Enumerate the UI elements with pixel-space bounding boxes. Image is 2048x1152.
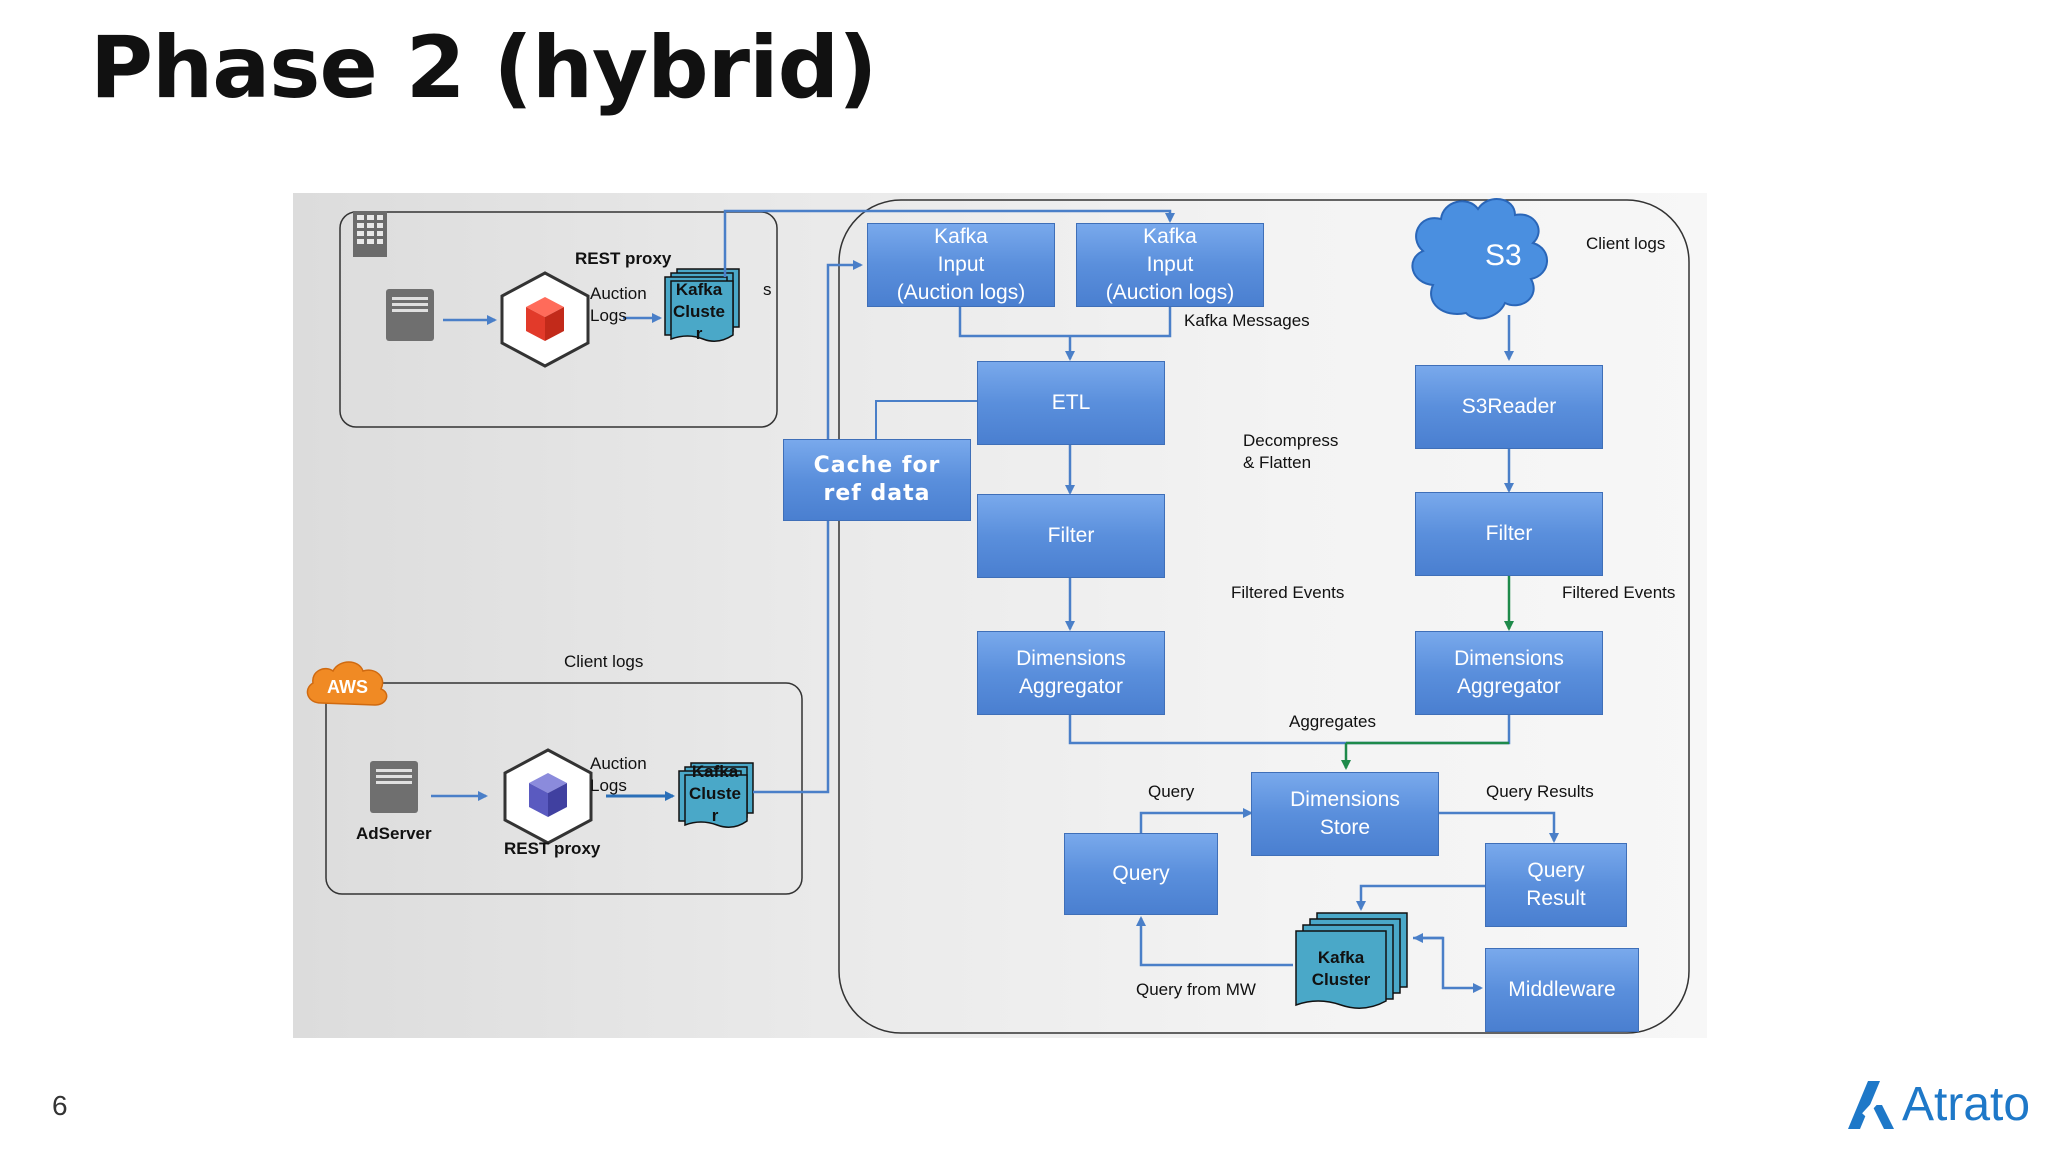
query-from-mw-label: Query from MW [1136,980,1256,999]
cube-red-icon [500,271,590,368]
query-label: Query [1148,782,1195,801]
aws-badge-icon [306,661,388,706]
kafka-cluster-icon-onprem [664,268,740,342]
onprem-kafka-label: Kafka Cluste r [673,280,725,343]
s3-label: S3 [1485,239,1522,272]
filtered-events-right-label: Filtered Events [1562,583,1676,602]
aws-kafka-label: Kafka Cluste r [689,762,741,825]
onprem-auction-logs-label: Auction Logs [590,284,647,325]
kafka-cluster-icon-main [1295,912,1408,1009]
query-results-label: Query Results [1486,782,1594,801]
server-icon-aws [370,761,418,813]
server-icon [386,289,434,341]
pipeline-container [838,199,1690,1034]
onprem-trailing-s: s [763,280,772,299]
kafka-messages-label: Kafka Messages [1184,311,1310,330]
cloud-icon [1411,197,1548,320]
dimensions-store-box: Dimensions Store [1251,772,1439,856]
dims-aggregator-right-box: Dimensions Aggregator [1415,631,1603,715]
aws-container [325,682,803,895]
onprem-rest-proxy-label: REST proxy [575,249,672,268]
aws-badge: AWS [327,677,369,697]
aws-auction-logs-label: Auction Logs [590,754,647,795]
kafka-input-1-box: Kafka Input (Auction logs) [867,223,1055,307]
cube-blue-icon [503,748,593,845]
filter-right-box: Filter [1415,492,1603,576]
query-result-box: Query Result [1485,843,1627,927]
kafka-cluster-label: Kafka Cluster [1311,948,1371,989]
decompress-label: Decompress & Flatten [1243,431,1339,472]
kafka-input-2-box: Kafka Input (Auction logs) [1076,223,1264,307]
page-number: 6 [52,1090,68,1121]
aws-client-logs-label: Client logs [564,652,644,671]
onprem-container [339,211,778,428]
dims-aggregator-left-box: Dimensions Aggregator [977,631,1165,715]
architecture-diagram: REST proxy Auction Logs Kafka Cluste r s… [293,193,1707,1038]
aws-rest-proxy-label: REST proxy [504,839,601,858]
diagram-lines [306,197,1690,1034]
query-box: Query [1064,833,1218,915]
cache-ref-data-box: Cache for ref data [783,439,971,521]
atrato-logo: Atrato [1842,1075,2032,1135]
slide-title: Phase 2 (hybrid) [90,18,877,118]
atrato-logo-icon [1848,1081,1894,1129]
middleware-box: Middleware [1485,948,1639,1032]
s3reader-box: S3Reader [1415,365,1603,449]
client-logs-right-label: Client logs [1586,234,1666,253]
adserver-label: AdServer [356,824,432,843]
filtered-events-left-label: Filtered Events [1231,583,1345,602]
atrato-logo-text: Atrato [1902,1078,2031,1131]
aggregates-label: Aggregates [1289,712,1376,731]
kafka-cluster-icon-aws [678,762,754,828]
etl-box: ETL [977,361,1165,445]
building-icon [353,211,387,257]
filter-left-box: Filter [977,494,1165,578]
